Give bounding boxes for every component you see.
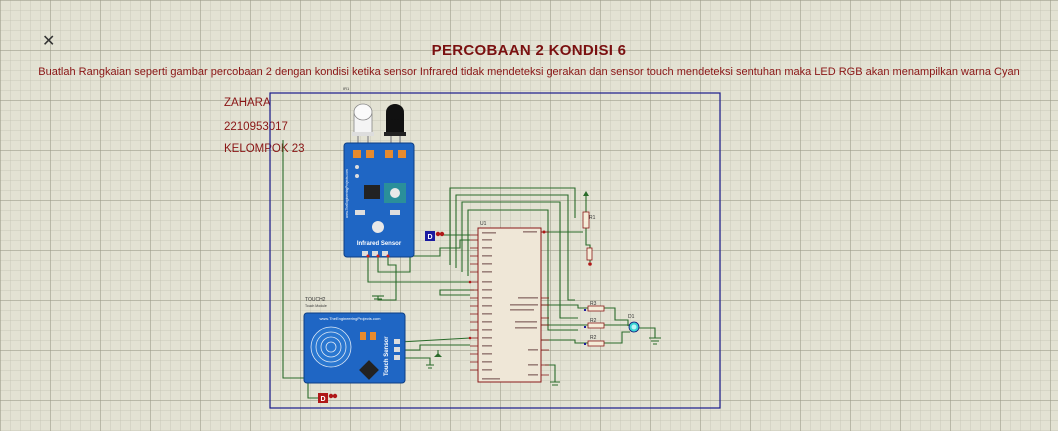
ir-board-url: www.TheEngineeringProjects.com bbox=[345, 169, 349, 218]
touch-probe-box bbox=[318, 393, 328, 403]
touch-probe-label: D bbox=[320, 396, 325, 403]
touch-chip-icon bbox=[359, 360, 379, 380]
resistor-r2b[interactable]: R2 bbox=[587, 335, 605, 347]
ir-ref-label: IR1 bbox=[343, 86, 350, 91]
origin-cross-icon: ✕ bbox=[42, 33, 56, 50]
group-label: KELOMPOK 23 bbox=[224, 143, 305, 155]
r2b-label: R2 bbox=[590, 335, 597, 341]
r1-body bbox=[582, 211, 590, 229]
ir-logic-probe[interactable]: D bbox=[425, 231, 445, 241]
touch-ref-label: TOUCH2 bbox=[305, 297, 326, 303]
r3-label: R3 bbox=[590, 301, 597, 307]
led-label: D1 bbox=[628, 314, 635, 320]
touch-board-label: Touch Sensor bbox=[384, 336, 390, 376]
probe-dots bbox=[468, 230, 546, 340]
mcu-ref-label: U1 bbox=[480, 221, 487, 227]
resistor-r2[interactable]: R2 bbox=[587, 318, 605, 329]
ir-chip-icon bbox=[364, 185, 380, 199]
student-name: ZAHARA bbox=[224, 97, 271, 109]
touch-board-url: www.TheEngineeringProjects.com bbox=[320, 316, 382, 321]
resistor-r3[interactable]: R3 bbox=[587, 301, 605, 312]
r2b-body bbox=[587, 340, 605, 347]
ground-symbols bbox=[426, 191, 661, 386]
ir-board-label: Infrared Sensor bbox=[357, 241, 402, 247]
rgb-led-d1[interactable]: D1 bbox=[628, 314, 640, 333]
touch-sub-label: Touch Module bbox=[305, 304, 327, 308]
ir-probe-box bbox=[425, 231, 435, 241]
page-subtitle: Buatlah Rangkaian seperti gambar percoba… bbox=[38, 66, 1020, 78]
r2-label: R2 bbox=[590, 318, 597, 324]
touch-logic-probe[interactable]: D bbox=[318, 393, 338, 403]
r1-label: R1 bbox=[589, 215, 596, 221]
student-id: 2210953017 bbox=[224, 121, 288, 133]
microcontroller-u1[interactable]: U1 bbox=[470, 221, 549, 383]
ir-probe-label: D bbox=[427, 234, 432, 241]
resistor-r1[interactable]: R1 bbox=[582, 211, 596, 266]
sheet-frame bbox=[269, 92, 721, 409]
r2-body bbox=[587, 322, 605, 329]
touch-pad-icon bbox=[310, 326, 352, 368]
pin-markers bbox=[584, 309, 586, 345]
infrared-sensor[interactable]: IR1 www.TheEngineeringProjects.com Infra… bbox=[343, 86, 415, 258]
r3-body bbox=[587, 305, 605, 312]
page-title: PERCOBAAN 2 KONDISI 6 bbox=[431, 42, 627, 59]
touch-sensor[interactable]: TOUCH2 Touch Module www.TheEngineeringPr… bbox=[303, 297, 406, 384]
